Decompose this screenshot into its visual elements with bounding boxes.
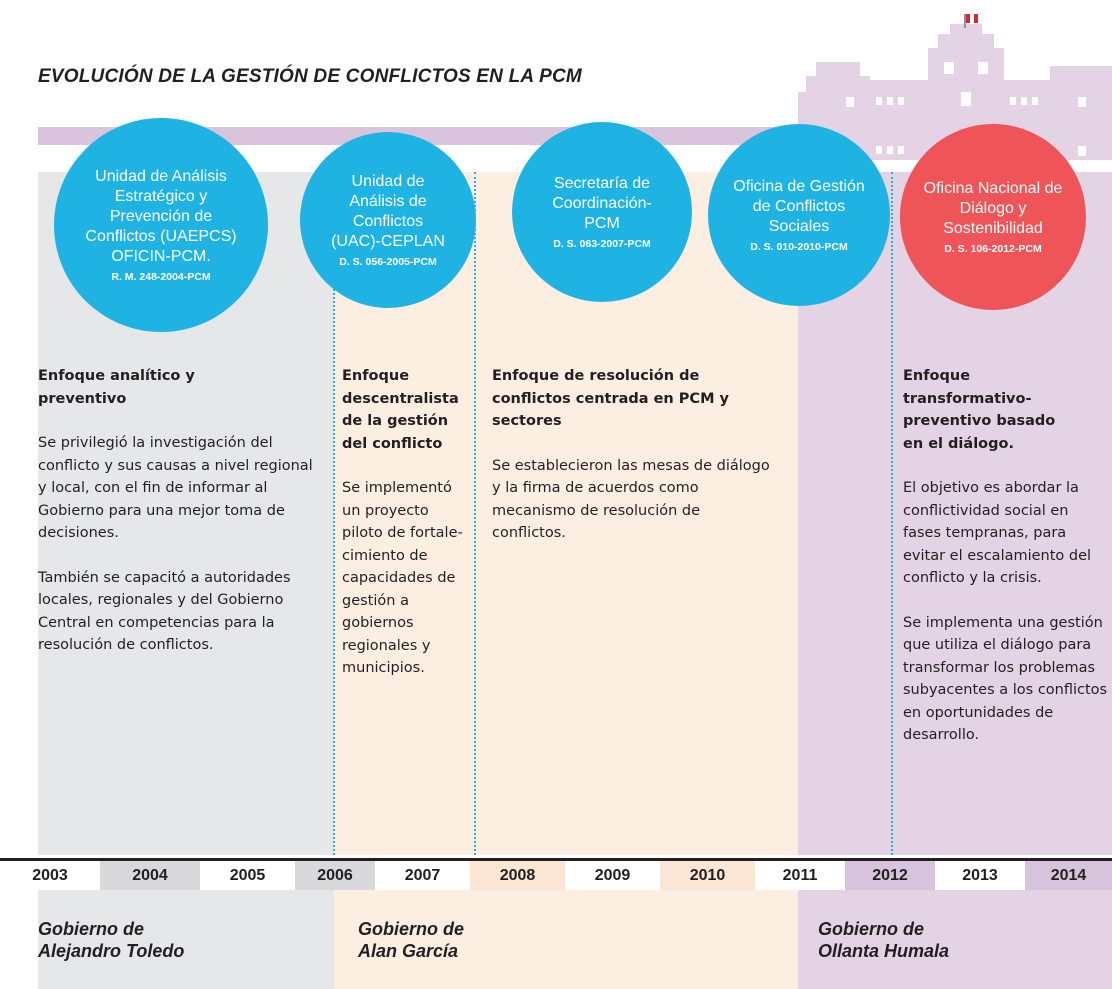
year-label: 2007 bbox=[404, 866, 441, 884]
year-label: 2003 bbox=[32, 866, 68, 884]
year-label: 2005 bbox=[229, 866, 266, 884]
year-label: 2013 bbox=[962, 866, 998, 884]
uac-ceplan-circle: Unidad de Análisis de Conflictos (UAC)-C… bbox=[300, 132, 476, 308]
government-line: Alejandro Toledo bbox=[38, 941, 185, 961]
government-line: Ollanta Humala bbox=[818, 941, 950, 961]
year-label: 2011 bbox=[782, 866, 818, 884]
year-label: 2008 bbox=[470, 861, 565, 890]
garcia-footer-band bbox=[334, 890, 798, 989]
circle-name: Unidad de Análisis Estratégico y Prevenc… bbox=[85, 168, 237, 265]
oficina-nacional-dialogo-circle: Oficina Nacional de Diálogo y Sostenibil… bbox=[900, 124, 1086, 310]
toledo-footer-band bbox=[38, 890, 334, 989]
column-garcia-1: Enfoque descentralista de la gestión del… bbox=[342, 365, 470, 680]
year-label: 2006 bbox=[295, 861, 375, 890]
circle-name: Oficina Nacional de Diálogo y Sostenibil… bbox=[923, 180, 1063, 237]
circle-decree: D. S. 063-2007-PCM bbox=[553, 238, 651, 250]
oficina-gestion-circle: Oficina de Gestión de Conflictos Sociale… bbox=[708, 124, 890, 306]
column-paragraph: También se capacitó a autoridades locale… bbox=[38, 569, 291, 654]
page-title: EVOLUCIÓN DE LA GESTIÓN DE CONFLICTOS EN… bbox=[38, 66, 582, 87]
column-garcia-2: Enfoque de resolución de conflictos cent… bbox=[492, 365, 777, 545]
column-humala: Enfoque transformativo-preventivo basado… bbox=[903, 365, 1109, 747]
column-heading: Enfoque transformativo-preventivo basado… bbox=[903, 368, 1056, 452]
column-heading: Enfoque de resolución de conflictos cent… bbox=[492, 368, 729, 429]
period-divider bbox=[891, 172, 893, 855]
circle-decree: D. S. 056-2005-PCM bbox=[339, 256, 437, 268]
government-toledo: Gobierno de Alejandro Toledo bbox=[38, 918, 184, 962]
column-paragraph: El objetivo es abordar la conflictividad… bbox=[903, 480, 1092, 586]
circle-decree: R. M. 248-2004-PCM bbox=[111, 271, 211, 283]
footer-margin bbox=[0, 890, 38, 989]
government-line: Gobierno de bbox=[358, 919, 465, 939]
circle-name: Unidad de Análisis de Conflictos (UAC)-C… bbox=[331, 173, 445, 250]
uaepcs-circle: Unidad de Análisis Estratégico y Prevenc… bbox=[54, 118, 268, 332]
government-line: Gobierno de bbox=[818, 919, 925, 939]
column-heading: Enfoque descentralista de la gestión del… bbox=[342, 368, 459, 452]
secretaria-coordinacion-circle: Secretaría de Coordinación-PCM D. S. 063… bbox=[512, 122, 692, 302]
column-paragraph: Se implementa una gestión que utiliza el… bbox=[903, 614, 1108, 744]
humala-footer-band bbox=[798, 890, 1112, 989]
year-label: 2009 bbox=[594, 866, 631, 884]
government-line: Alan García bbox=[358, 941, 459, 961]
government-garcia: Gobierno de Alan García bbox=[358, 918, 464, 962]
year-timeline: 2003 2004 2005 2006 2007 2008 2009 2010 … bbox=[0, 858, 1112, 890]
column-toledo: Enfoque analítico y preventivo Se privil… bbox=[38, 365, 323, 657]
period-divider bbox=[333, 172, 335, 855]
column-paragraph: Se establecieron las mesas de diálogo y … bbox=[492, 457, 770, 542]
circle-name: Secretaría de Coordinación-PCM bbox=[552, 175, 652, 232]
column-heading: Enfoque analítico y preventivo bbox=[38, 368, 195, 407]
circle-name: Oficina de Gestión de Conflictos Sociale… bbox=[733, 178, 865, 235]
peru-flag-icon bbox=[964, 14, 978, 28]
year-label: 2010 bbox=[660, 861, 755, 890]
year-label: 2004 bbox=[100, 861, 200, 890]
government-humala: Gobierno de Ollanta Humala bbox=[818, 918, 949, 962]
period-divider bbox=[474, 172, 476, 855]
circle-decree: D. S. 010-2010-PCM bbox=[750, 241, 848, 253]
government-line: Gobierno de bbox=[38, 919, 145, 939]
year-label: 2014 bbox=[1025, 861, 1112, 890]
column-paragraph: Se privilegió la investigación del confl… bbox=[38, 435, 313, 541]
year-label: 2012 bbox=[845, 861, 935, 890]
column-paragraph: Se implementó un proyecto piloto de fort… bbox=[342, 480, 463, 676]
circle-decree: D. S. 106-2012-PCM bbox=[944, 243, 1042, 255]
